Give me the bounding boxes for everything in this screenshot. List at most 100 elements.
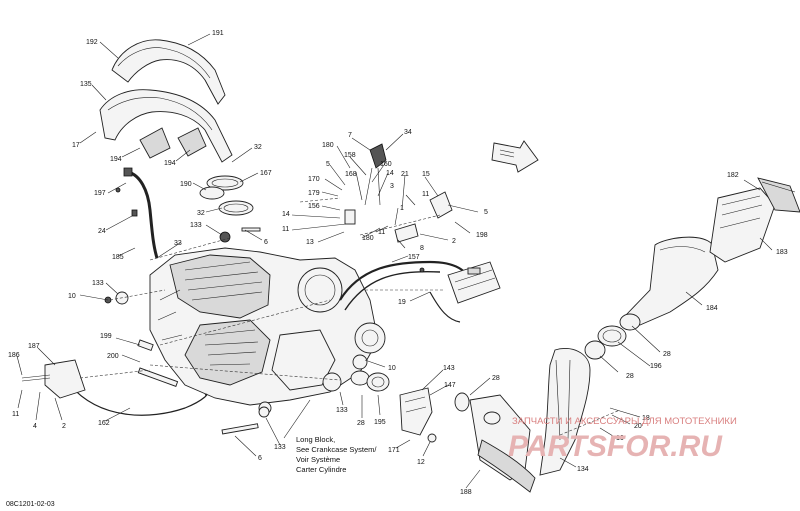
callout: 198 <box>476 232 488 239</box>
callout: 3 <box>390 183 394 190</box>
callout: 28 <box>492 375 500 382</box>
callout: 11 <box>378 229 385 236</box>
watermark-logo: PARTSFOR.RU <box>508 430 723 463</box>
callout: 191 <box>212 30 224 37</box>
note-line: Voir Système <box>296 455 340 464</box>
callout: 11 <box>12 411 19 418</box>
callout: 8 <box>420 245 424 252</box>
callout: 19 <box>398 299 406 306</box>
callout: 1 <box>400 205 404 212</box>
note-line: See Crankcase System/ <box>296 445 377 454</box>
callout: 6 <box>264 239 268 246</box>
callout: 162 <box>98 420 110 427</box>
callout: 197 <box>94 190 106 197</box>
front-direction-arrow-icon <box>491 140 539 173</box>
callout: 194 <box>164 160 176 167</box>
callout: 192 <box>86 39 98 46</box>
callout: 18 <box>642 415 650 422</box>
callout: 168 <box>345 171 357 178</box>
callout: 4 <box>33 423 37 430</box>
engine-block <box>149 247 386 415</box>
callout: 34 <box>404 129 412 136</box>
callout: 32 <box>197 210 205 217</box>
callout: 135 <box>80 81 92 88</box>
callout: 170 <box>308 176 320 183</box>
callout: 133 <box>92 280 104 287</box>
callout: 7 <box>348 132 352 139</box>
clamp-set <box>350 370 501 425</box>
callout: 12 <box>417 459 425 466</box>
callout: 200 <box>107 353 119 360</box>
throttle-cable <box>21 339 208 416</box>
callout: 10 <box>68 293 76 300</box>
callout: 5 <box>326 161 330 168</box>
callout: 184 <box>706 305 718 312</box>
vent-hose <box>123 167 159 259</box>
callout: 13 <box>306 239 314 246</box>
callout: 11 <box>422 191 429 198</box>
callout: 28 <box>626 373 634 380</box>
callout: 180 <box>322 142 334 149</box>
callout: 24 <box>98 228 106 235</box>
control-module <box>447 261 501 304</box>
callout: 147 <box>444 382 456 389</box>
callout: 6 <box>258 455 262 462</box>
watermark-tagline: ЗАПЧАСТИ И АКСЕССУАРЫ ДЛЯ МОТОТЕХНИКИ <box>512 416 737 427</box>
long-block-note: Long Block, See Crankcase System/ Voir S… <box>296 435 377 474</box>
callout: 14 <box>282 211 290 218</box>
watermark: ЗАПЧАСТИ И АКСЕССУАРЫ ДЛЯ МОТОТЕХНИКИ PA… <box>508 416 737 463</box>
callout: 156 <box>308 203 320 210</box>
air-intake-duct-upper <box>111 39 226 105</box>
callout: 5 <box>484 209 488 216</box>
callout: 158 <box>344 152 356 159</box>
callout: 183 <box>776 249 788 256</box>
callout: 179 <box>308 190 320 197</box>
callout: 171 <box>388 447 400 454</box>
throttle-bracket <box>344 143 453 243</box>
callout: 28 <box>357 420 365 427</box>
callout: 199 <box>100 333 112 340</box>
note-line: Carter Cylindre <box>296 465 346 474</box>
callout: 194 <box>110 156 122 163</box>
callout: 11 <box>282 226 289 233</box>
callout: 15 <box>422 171 430 178</box>
air-intake-duct-lower <box>99 89 233 163</box>
callout: 28 <box>663 351 671 358</box>
callout-labels: 192 191 135 17 194 194 32 190 167 32 197… <box>8 30 788 496</box>
callout: 20 <box>634 423 642 430</box>
leader-lines <box>16 33 773 489</box>
callout: 16 <box>616 435 624 442</box>
callout: 32 <box>254 144 262 151</box>
callout: 188 <box>460 489 472 496</box>
hose-clamp <box>199 175 254 216</box>
callout: 185 <box>112 254 124 261</box>
callout: 187 <box>28 343 40 350</box>
callout: 182 <box>727 172 739 179</box>
note-line: Long Block, <box>296 435 335 444</box>
callout: 2 <box>62 423 66 430</box>
callout: 33 <box>174 240 182 247</box>
alignment-lines <box>79 197 621 436</box>
callout: 133 <box>336 407 348 414</box>
air-duct-right <box>625 177 800 326</box>
mounting-bracket <box>399 387 437 443</box>
callout: 133 <box>274 444 286 451</box>
air-duct-lower <box>469 348 591 493</box>
callout: 180 <box>362 235 374 242</box>
callout: 17 <box>72 142 80 149</box>
callout: 196 <box>650 363 662 370</box>
callout: 186 <box>8 352 20 359</box>
callout: 190 <box>180 181 192 188</box>
diagram-code: 08C1201-02-03 <box>6 501 55 508</box>
callout: 143 <box>443 365 455 372</box>
callout: 10 <box>388 365 396 372</box>
callout: 2 <box>452 238 456 245</box>
callout: 133 <box>190 222 202 229</box>
callout: 14 <box>386 170 394 177</box>
callout: 195 <box>374 419 386 426</box>
callout: 134 <box>577 466 589 473</box>
callout: 160 <box>380 161 392 168</box>
callout: 167 <box>260 170 272 177</box>
